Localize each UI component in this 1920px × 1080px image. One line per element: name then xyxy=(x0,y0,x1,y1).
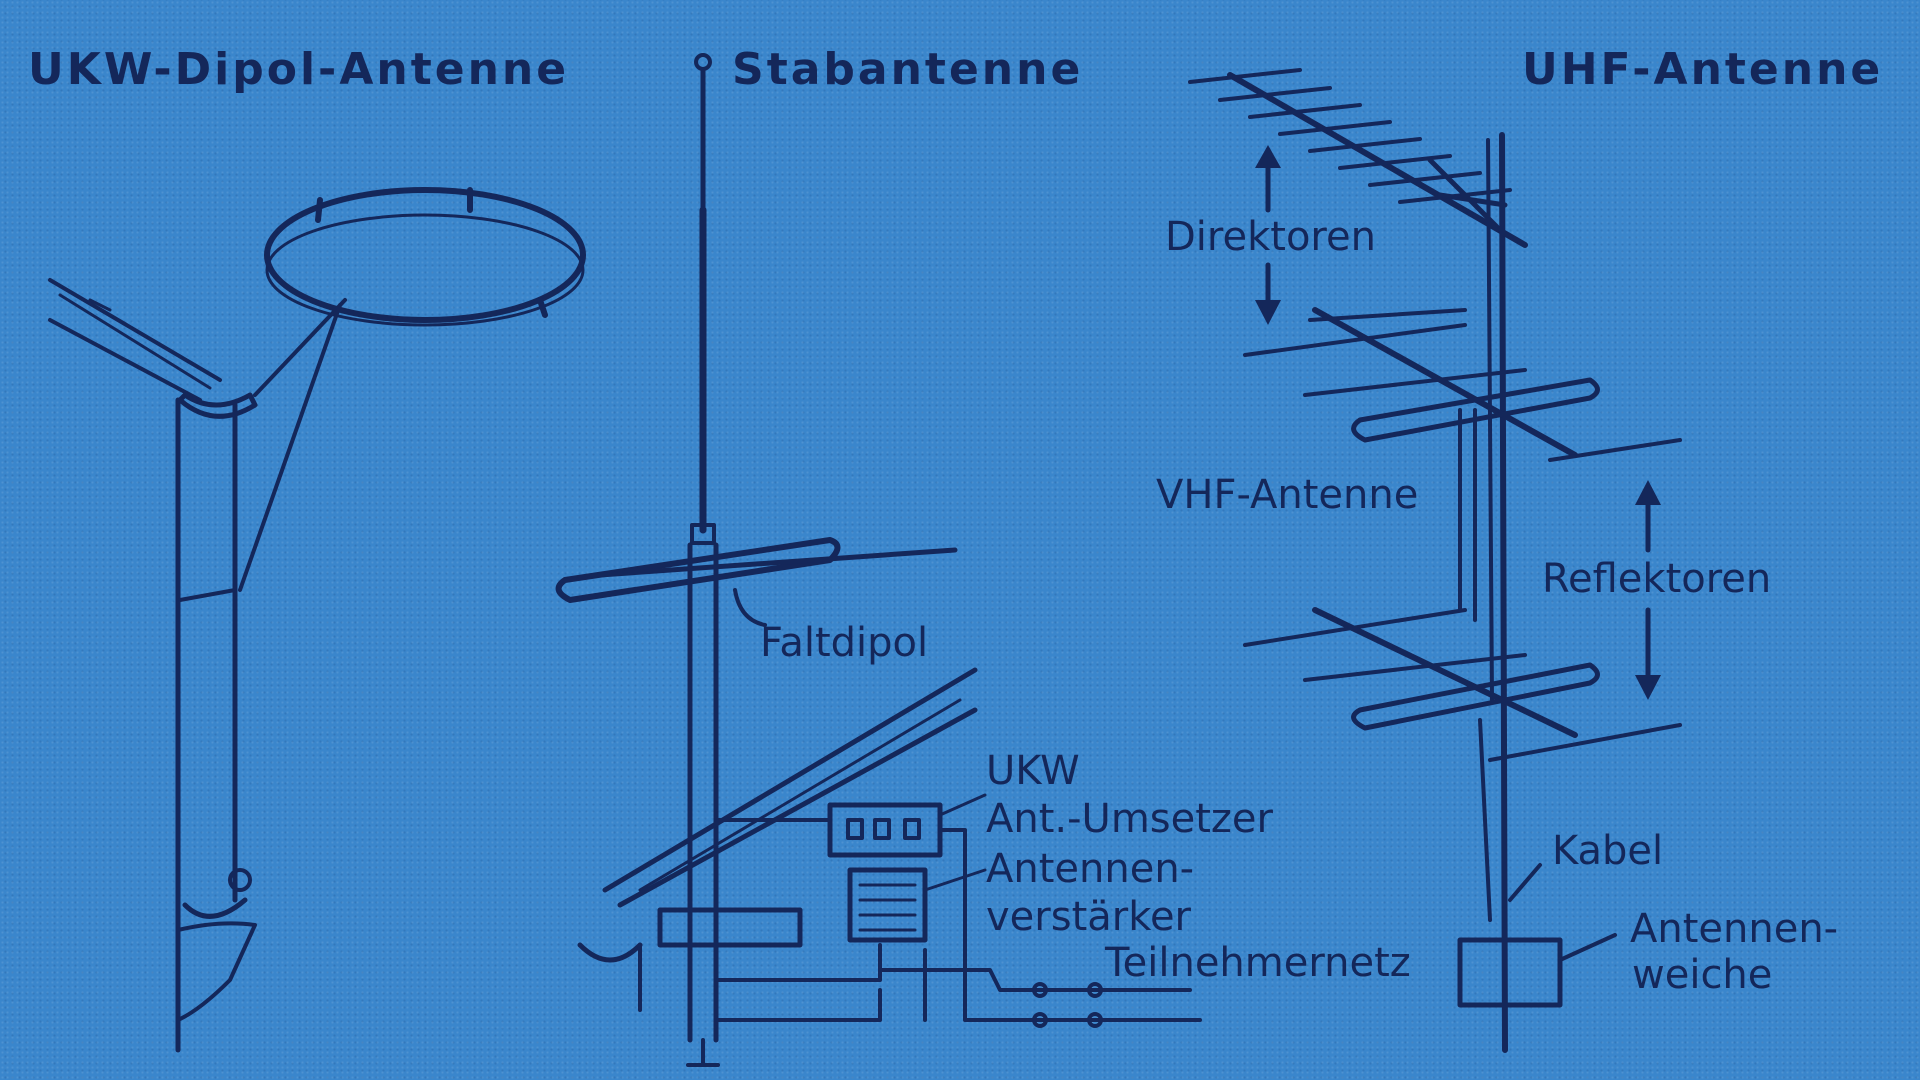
label-direktoren: Direktoren xyxy=(1165,214,1376,260)
label-ukw: UKW xyxy=(986,748,1080,794)
uhf-antenna-illustration xyxy=(1188,68,1682,1053)
label-antennen-verstaerker-line1: Antennen- xyxy=(986,846,1195,892)
stabantenne-illustration xyxy=(555,53,1202,1067)
title-uhf-antenne: UHF-Antenne xyxy=(1522,44,1884,95)
label-antennen-verstaerker-line2: verstärker xyxy=(986,894,1191,940)
label-vhf-antenne: VHF-Antenne xyxy=(1156,472,1419,518)
title-ukw-dipol-antenne: UKW-Dipol-Antenne xyxy=(28,44,570,95)
label-faltdipol: Faltdipol xyxy=(760,620,929,666)
label-reflektoren: Reflektoren xyxy=(1542,556,1772,602)
label-kabel: Kabel xyxy=(1552,828,1664,874)
label-antennen-weiche-line2: weiche xyxy=(1632,952,1773,998)
label-teilnehmernetz: Teilnehmernetz xyxy=(1105,940,1411,986)
label-ant-umsetzer: Ant.-Umsetzer xyxy=(986,796,1273,842)
label-antennen-weiche-line1: Antennen- xyxy=(1630,906,1839,952)
title-stabantenne: Stabantenne xyxy=(732,44,1084,95)
ukw-dipol-antenna-illustration xyxy=(48,187,586,1053)
